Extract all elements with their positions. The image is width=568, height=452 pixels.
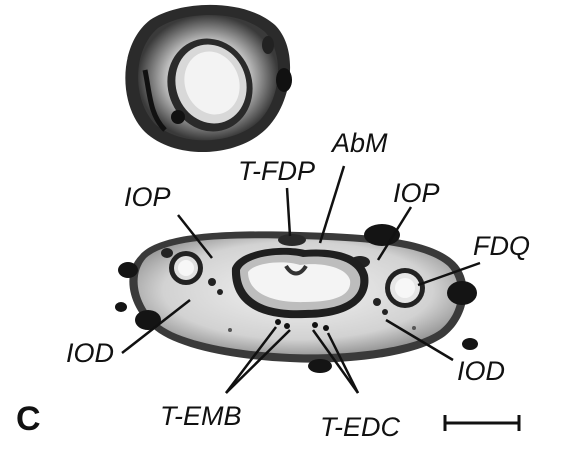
scale-bar bbox=[445, 415, 519, 431]
upper-tissue-section bbox=[125, 5, 292, 152]
label-iod-right: IOD bbox=[457, 358, 505, 385]
label-iop-right: IOP bbox=[393, 180, 440, 207]
leader-t-fdp bbox=[287, 188, 290, 236]
label-iod-left: IOD bbox=[66, 340, 114, 367]
label-fdq: FDQ bbox=[473, 233, 530, 260]
leader-abm bbox=[320, 166, 344, 243]
label-abm: AbM bbox=[332, 130, 388, 157]
lower-tissue-section bbox=[115, 224, 478, 373]
label-t-fdp: T-FDP bbox=[238, 158, 315, 185]
label-t-edc: T-EDC bbox=[320, 414, 400, 441]
panel-letter: C bbox=[16, 402, 41, 436]
label-iop-left: IOP bbox=[124, 184, 171, 211]
label-t-emb: T-EMB bbox=[160, 403, 242, 430]
